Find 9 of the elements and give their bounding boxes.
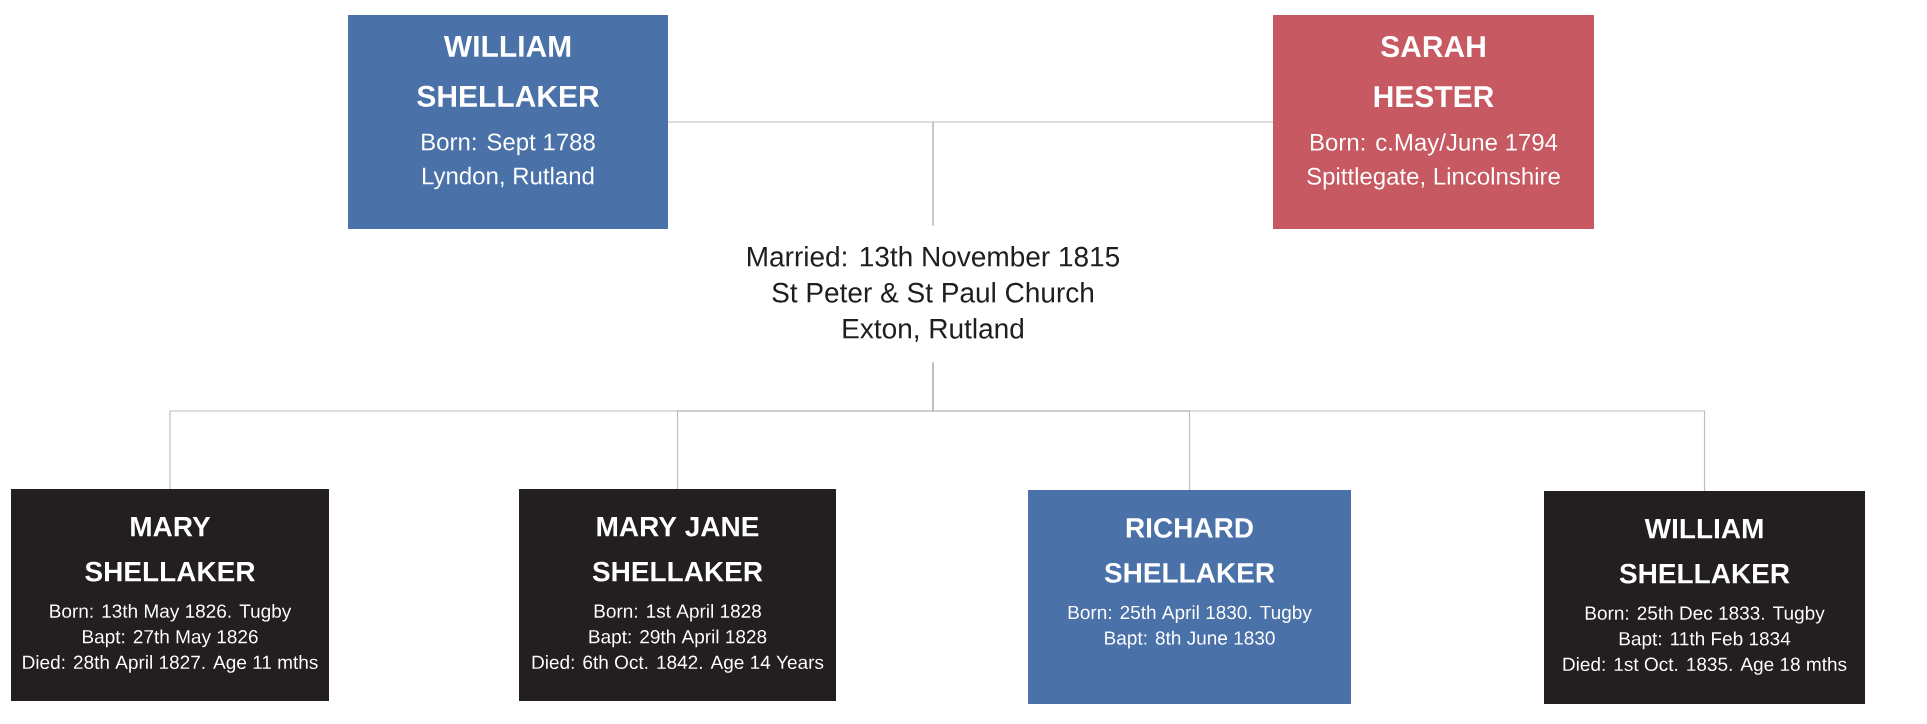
person-box: RICHARD SHELLAKER Born: 25th April 1830. Tugby Bapt: 8th June 1830 bbox=[1028, 490, 1351, 704]
person-box: SARAH HESTER Born: c.May/June 1794 Spittlegate, Lincolnshire bbox=[1273, 15, 1594, 229]
person-box: MARY SHELLAKER Born: 13th May 1826. Tugby Bapt: 27th May 1826 Died: 28th April 1827. Age 11 mths bbox=[11, 489, 329, 701]
marriage-text: Married: 13th November 1815 St Peter & St Paul Church Exton, Rutland bbox=[748, 246, 1120, 342]
person-box: WILLIAM SHELLAKER Born: 25th Dec 1833. Tugby Bapt: 11th Feb 1834 Died: 1st Oct. 1835. Age 18 mths bbox=[1544, 491, 1865, 704]
person-box: WILLIAM SHELLAKER Born: Sept 1788 Lyndon, Rutland bbox=[348, 15, 668, 229]
connector-line bbox=[932, 361, 1706, 492]
person-box: MARY JANE SHELLAKER Born: 1st April 1828 Bapt: 29th April 1828 Died: 6th Oct. 1842. Age 14 Years bbox=[519, 489, 836, 701]
connector-line bbox=[932, 121, 1274, 227]
